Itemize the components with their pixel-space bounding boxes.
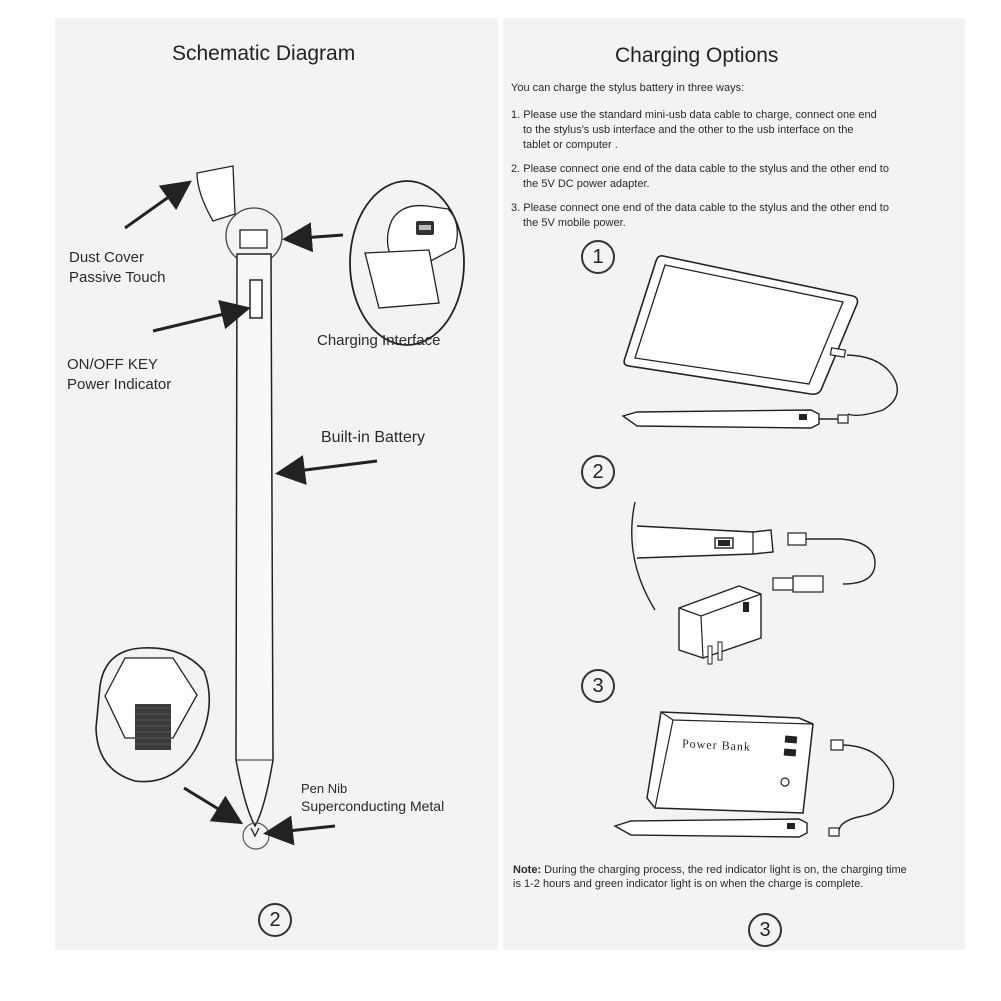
stylus-schematic-drawing <box>95 165 465 850</box>
charging-page-number: 3 <box>748 913 782 947</box>
dust-cover-arrow <box>124 180 192 230</box>
power-bank-illustration <box>646 711 895 837</box>
step-1-line-3: tablet or computer . <box>523 139 618 151</box>
step-3-line-2: the 5V mobile power. <box>523 217 626 229</box>
battery-arrow <box>275 455 378 485</box>
step-2-line-2: the 5V DC power adapter. <box>523 178 650 190</box>
nib-arrow <box>263 815 336 846</box>
dust-cover-label: Dust Cover <box>69 249 145 266</box>
note-line-1: Note: During the charging process, the r… <box>513 863 907 877</box>
schematic-page-number: 2 <box>258 903 292 937</box>
stylus-body <box>235 253 274 838</box>
onoff-key-label: ON/OFF KEY <box>67 356 158 373</box>
note-label: Note: <box>513 864 542 876</box>
step-1-line-2: to the stylus's usb interface and the ot… <box>523 124 854 136</box>
charging-interface-detail <box>349 180 465 346</box>
schematic-panel: Schematic Diagram <box>55 18 498 950</box>
charging-title: Charging Options <box>615 44 779 67</box>
dust-cover-piece <box>196 165 236 222</box>
power-indicator-label: Power Indicator <box>67 376 172 393</box>
figure-number-3: 3 <box>581 669 615 703</box>
power-adapter-illustration <box>678 585 762 665</box>
onoff-key <box>249 279 263 319</box>
stylus-illustration-3 <box>613 818 808 838</box>
schematic-title: Schematic Diagram <box>172 42 356 65</box>
note-text-1: During the charging process, the red ind… <box>544 864 907 876</box>
tablet-illustration <box>623 255 898 417</box>
passive-touch-label: Passive Touch <box>69 269 166 286</box>
onoff-arrow <box>152 299 251 333</box>
figure-number-2: 2 <box>581 455 615 489</box>
charging-intro: You can charge the stylus battery in thr… <box>511 82 745 94</box>
stylus-illustration-2 <box>631 501 876 611</box>
superconducting-metal-label: Superconducting Metal <box>301 798 445 814</box>
note-line-2: is 1-2 hours and green indicator light i… <box>513 878 864 890</box>
nib-detail-arrow <box>183 786 244 825</box>
charging-illustrations <box>613 255 898 838</box>
stylus-illustration-1 <box>621 409 849 429</box>
charging-panel: Charging Options You can charge the styl… <box>503 18 965 950</box>
step-2-line-1: 2. Please connect one end of the data ca… <box>511 163 889 175</box>
pen-nib-label: Pen Nib <box>301 781 348 796</box>
charging-interface-label: Charging Interface <box>317 332 441 349</box>
figure-number-1: 1 <box>581 240 615 274</box>
step-1-line-1: 1. Please use the standard mini-usb data… <box>511 109 877 121</box>
built-in-battery-label: Built-in Battery <box>321 429 426 446</box>
nib-detail <box>95 647 211 783</box>
step-3-line-1: 3. Please connect one end of the data ca… <box>511 202 889 214</box>
nib-circle <box>242 822 270 850</box>
charging-interface-arrow <box>282 222 344 253</box>
